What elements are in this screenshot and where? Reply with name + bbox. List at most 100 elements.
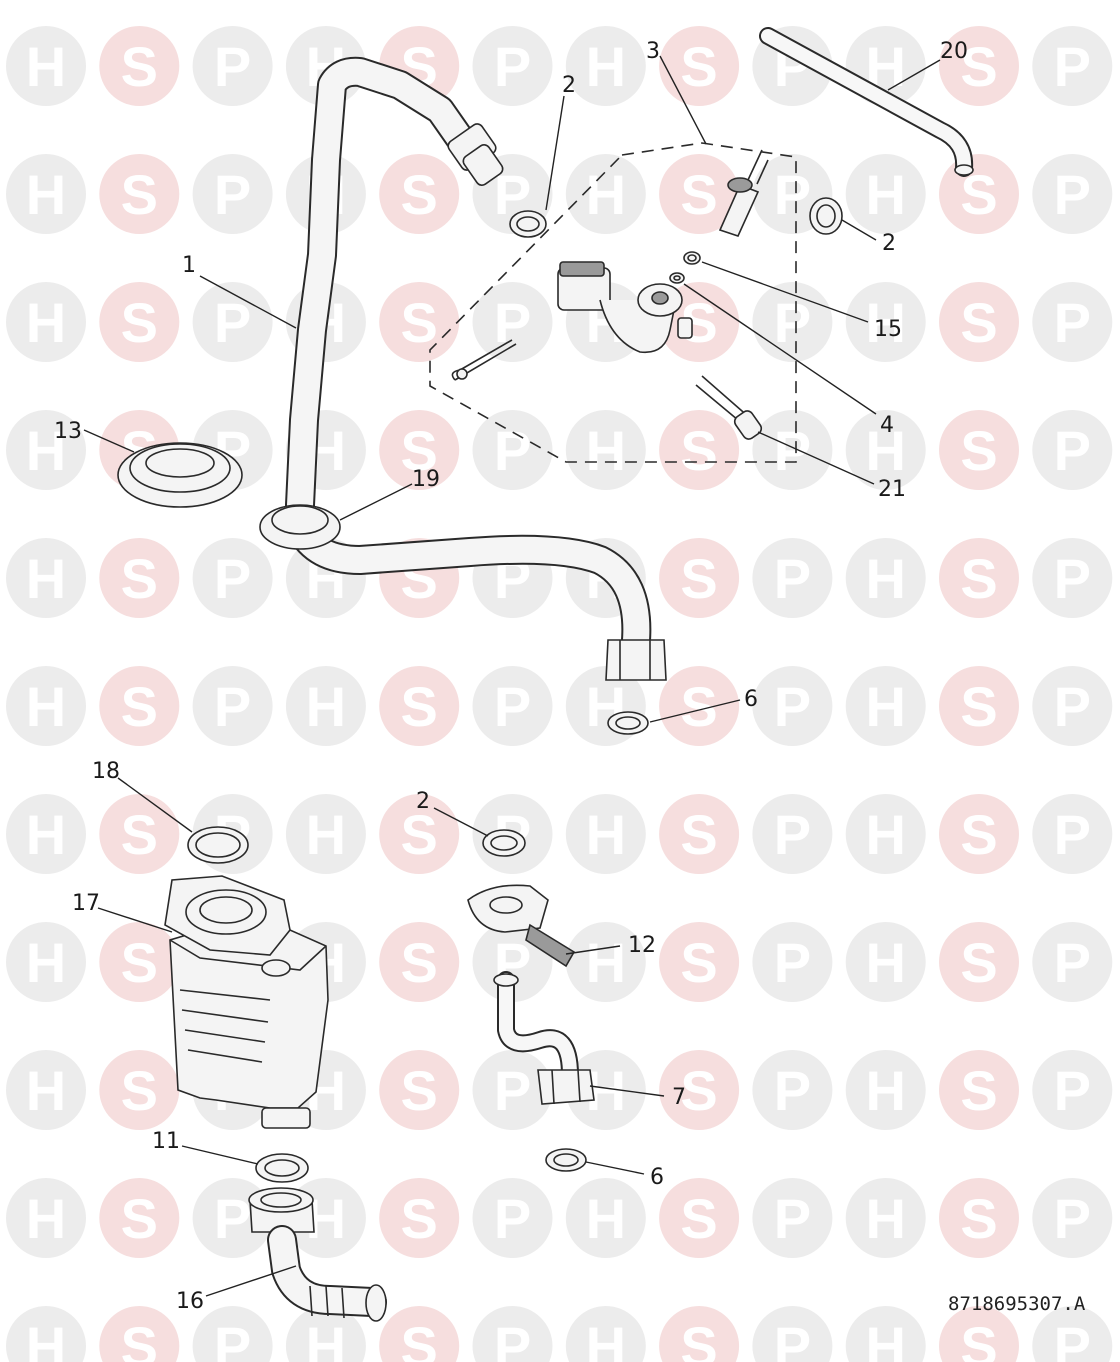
watermark-letter: S bbox=[960, 1187, 997, 1250]
watermark-letter: S bbox=[960, 547, 997, 610]
watermark-letter: S bbox=[680, 35, 717, 98]
watermark-letter: H bbox=[865, 803, 905, 866]
valve-cartridge bbox=[718, 149, 769, 237]
watermark-letter: P bbox=[494, 35, 531, 98]
watermark-circle bbox=[99, 538, 180, 618]
watermark-circle bbox=[565, 154, 646, 234]
callout-17: 17 bbox=[72, 891, 100, 916]
watermark-circle bbox=[752, 666, 833, 746]
callout-18: 18 bbox=[92, 759, 120, 784]
watermark-circle bbox=[845, 154, 926, 234]
watermark-letter: S bbox=[121, 291, 158, 354]
watermark-letter: S bbox=[960, 35, 997, 98]
watermark-circle bbox=[99, 26, 180, 106]
watermark-letter: P bbox=[494, 291, 531, 354]
watermark-letter: P bbox=[494, 1187, 531, 1250]
watermark-circle bbox=[379, 410, 460, 490]
watermark-circle bbox=[939, 282, 1019, 362]
grommet-part-13 bbox=[117, 442, 243, 508]
watermark-circle bbox=[379, 282, 460, 362]
watermark-circle bbox=[6, 282, 86, 362]
watermark-letter: S bbox=[121, 803, 158, 866]
watermark-letter: S bbox=[121, 1187, 158, 1250]
callout-4: 4 bbox=[880, 413, 894, 438]
watermark-circle bbox=[472, 1050, 553, 1130]
watermark-circle bbox=[192, 282, 273, 362]
pipe-part-7 bbox=[493, 971, 595, 1105]
watermark-letter: H bbox=[586, 931, 626, 994]
watermark-circle bbox=[6, 538, 86, 618]
watermark-letter: P bbox=[214, 163, 251, 226]
watermark-circle bbox=[845, 410, 926, 490]
watermark-letter: S bbox=[680, 163, 717, 226]
watermark-letter: H bbox=[586, 419, 626, 482]
watermark-circle bbox=[845, 666, 926, 746]
watermark-circle bbox=[939, 538, 1019, 618]
watermark-letter: S bbox=[960, 803, 997, 866]
watermark-circle bbox=[472, 410, 553, 490]
watermark-circle bbox=[6, 1050, 86, 1130]
watermark-circle bbox=[752, 922, 833, 1002]
washer-part-2-upper bbox=[509, 210, 547, 238]
watermark-circle bbox=[379, 1050, 460, 1130]
watermark-letter: P bbox=[214, 1315, 251, 1362]
washer-part-18 bbox=[187, 826, 249, 864]
watermark-circle bbox=[99, 282, 180, 362]
watermark-letter: P bbox=[1054, 803, 1091, 866]
watermark-circle bbox=[379, 1178, 460, 1258]
watermark-circle bbox=[1032, 538, 1113, 618]
watermark-letter: S bbox=[121, 163, 158, 226]
watermark-circle bbox=[659, 666, 740, 746]
watermark-circle bbox=[565, 1306, 646, 1362]
watermark-circle bbox=[1032, 1178, 1113, 1258]
watermark-letter: P bbox=[494, 1315, 531, 1362]
watermark-letter: S bbox=[121, 1059, 158, 1122]
watermark-letter: P bbox=[214, 1187, 251, 1250]
watermark-letter: H bbox=[865, 1187, 905, 1250]
watermark-letter: H bbox=[865, 1059, 905, 1122]
watermark-circle bbox=[659, 794, 740, 874]
watermark-letter: H bbox=[586, 1315, 626, 1362]
watermark-circle bbox=[1032, 922, 1113, 1002]
watermark-letter: S bbox=[401, 1315, 438, 1362]
watermark-circle bbox=[472, 26, 553, 106]
watermark-letter: H bbox=[586, 163, 626, 226]
watermark-letter: P bbox=[494, 419, 531, 482]
watermark-letter: S bbox=[401, 291, 438, 354]
watermark-circle bbox=[752, 1306, 833, 1362]
callout-7: 7 bbox=[672, 1085, 686, 1110]
watermark-letter: H bbox=[26, 1059, 66, 1122]
watermark-circle bbox=[472, 1306, 553, 1362]
watermark-circle bbox=[845, 282, 926, 362]
watermark-circle bbox=[939, 1178, 1019, 1258]
callout-labels: 1 2 3 20 2 15 4 21 13 19 6 18 2 17 12 7 … bbox=[54, 39, 968, 1314]
callout-16: 16 bbox=[176, 1289, 204, 1314]
watermark-letter: H bbox=[26, 291, 66, 354]
watermark-letter: S bbox=[960, 931, 997, 994]
watermark-letter: P bbox=[774, 931, 811, 994]
watermark-circle bbox=[6, 410, 86, 490]
watermark-letter: H bbox=[586, 1187, 626, 1250]
watermark-circle bbox=[752, 538, 833, 618]
watermark-letter: H bbox=[26, 35, 66, 98]
watermark-letter: H bbox=[26, 1187, 66, 1250]
watermark-letter: S bbox=[960, 675, 997, 738]
watermark-circle bbox=[472, 1178, 553, 1258]
watermark-letter: S bbox=[960, 291, 997, 354]
hsp-watermark: HSPHSPHSPHSPHSPHSPHSPHSPHSPHSPHSPHSPHSPH… bbox=[6, 26, 1113, 1362]
watermark-letter: P bbox=[1054, 547, 1091, 610]
watermark-letter: P bbox=[1054, 419, 1091, 482]
watermark-letter: S bbox=[680, 1315, 717, 1362]
watermark-letter: H bbox=[306, 803, 346, 866]
watermark-circle bbox=[6, 1306, 86, 1362]
watermark-circle bbox=[659, 538, 740, 618]
watermark-letter: P bbox=[1054, 1315, 1091, 1362]
watermark-letter: S bbox=[960, 419, 997, 482]
watermark-letter: S bbox=[401, 803, 438, 866]
watermark-circle bbox=[379, 1306, 460, 1362]
watermark-letter: H bbox=[26, 547, 66, 610]
watermark-letter: H bbox=[306, 675, 346, 738]
watermark-circle bbox=[659, 1306, 740, 1362]
watermark-circle bbox=[99, 666, 180, 746]
